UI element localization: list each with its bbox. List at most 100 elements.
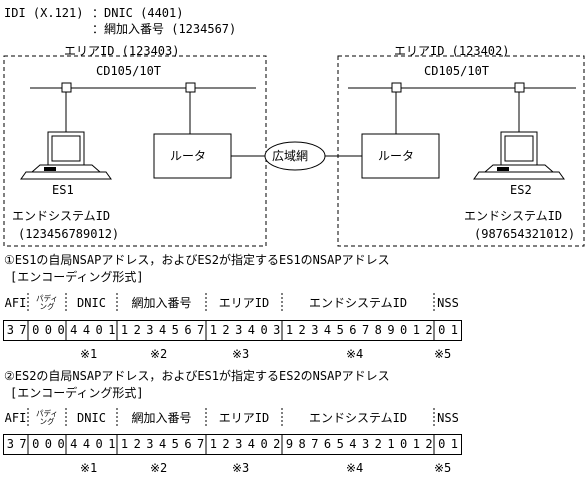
section2-digit: 2 <box>273 437 281 451</box>
idi-dnic: ：DNIC (4401) <box>92 6 184 20</box>
section1-digit: 3 <box>235 323 243 337</box>
field-subscriber: 網加入番号 <box>131 296 192 310</box>
right-es-id-label: エンドシステムID <box>464 209 563 223</box>
field-padding-top: パディ <box>36 293 58 303</box>
field-es: エンドシステムID <box>308 411 408 425</box>
section2-digit: 3 <box>361 437 370 451</box>
field-dnic: DNIC <box>77 410 106 425</box>
section1-digit: 0 <box>438 323 446 337</box>
section1-digit: 7 <box>197 323 205 337</box>
section1-field-headers: AFI パディ ング DNIC 網加入番号 エリアID エンドシステムID NS… <box>3 293 462 316</box>
section2-note-4: ※4 <box>346 461 364 475</box>
section1-digit: 1 <box>450 323 459 337</box>
section2-note-3: ※3 <box>232 461 250 475</box>
wan-label: 広域網 <box>272 149 309 163</box>
field-es: エンドシステムID <box>308 296 408 310</box>
section2-digit: 6 <box>184 437 192 451</box>
section2-digit: 5 <box>171 437 179 451</box>
section2-digit: 3 <box>6 437 14 451</box>
left-router-label: ルータ <box>170 149 207 163</box>
section2-digit: 2 <box>374 437 382 451</box>
section1-digit: 8 <box>374 323 382 337</box>
section2-digit: 0 <box>438 437 446 451</box>
section1-digit: 0 <box>57 323 65 337</box>
field-padding: パディ ング <box>28 408 66 427</box>
section2-digit: 0 <box>57 437 65 451</box>
field-afi: AFI <box>4 410 27 425</box>
section1-digit: 6 <box>184 323 192 337</box>
section2-digit: 4 <box>158 437 167 451</box>
section2-digit: 3 <box>146 437 154 451</box>
left-es-id-label: エンドシステムID <box>12 209 111 223</box>
left-area-cable: CD105/10T <box>96 64 162 78</box>
left-tap-router <box>185 82 196 93</box>
es1-label: ES1 <box>52 183 74 197</box>
section1-digit: 4 <box>82 323 91 337</box>
section1-note-1: ※1 <box>80 347 98 361</box>
section2-digit: 1 <box>209 437 217 451</box>
section1-digit: 3 <box>146 323 154 337</box>
section2-digit: 1 <box>387 437 395 451</box>
section2-note-5: ※5 <box>434 461 452 475</box>
section1-digit: 1 <box>285 323 294 337</box>
left-area-boundary <box>3 55 267 247</box>
es1-computer-icon <box>20 131 112 180</box>
field-afi: AFI <box>4 295 27 310</box>
right-area-boundary <box>337 55 585 247</box>
section1-digit: 1 <box>209 323 217 337</box>
field-nss: NSS <box>437 410 459 425</box>
section2-digit: 9 <box>285 437 294 451</box>
section1-digit: 0 <box>95 323 103 337</box>
section1-note-3: ※3 <box>232 347 250 361</box>
field-padding: パディ ング <box>28 293 66 312</box>
section1-digit: 1 <box>412 323 420 337</box>
section1-digit: 0 <box>32 323 40 337</box>
section2-field-headers: AFI パディ ング DNIC 網加入番号 エリアID エンドシステムID NS… <box>3 408 462 431</box>
section2-digit: 1 <box>120 437 129 451</box>
left-area-title: エリアID (123403) <box>64 44 180 58</box>
section1-digit: 0 <box>260 323 268 337</box>
section2-digit: 8 <box>298 437 306 451</box>
left-router-box <box>153 133 232 179</box>
field-subscriber: 網加入番号 <box>131 411 192 425</box>
section1-digit: 7 <box>19 323 27 337</box>
section1-format: [エンコーディング形式] <box>10 270 144 284</box>
section2-note-1: ※1 <box>80 461 98 475</box>
left-es-id-value: (123456789012) <box>18 227 120 241</box>
field-padding-top: パディ <box>36 408 58 418</box>
field-padding-bottom: ング <box>39 301 55 311</box>
section1-digit: 1 <box>120 323 129 337</box>
section2-digit: 4 <box>82 437 91 451</box>
section2-format: [エンコーディング形式] <box>10 386 144 400</box>
section2-digit: 1 <box>412 437 420 451</box>
section1-digit: 7 <box>361 323 370 337</box>
field-area: エリアID <box>218 411 270 425</box>
section2-digit: 7 <box>19 437 27 451</box>
section1-digit: 2 <box>133 323 141 337</box>
right-tap-es2 <box>514 82 525 93</box>
right-es-id-value: (987654321012) <box>474 227 576 241</box>
section1-heading: ①ES1の自局NSAPアドレス，およびES2が指定するES1のNSAPアドレス <box>4 253 390 267</box>
section2-digit: 4 <box>247 437 256 451</box>
section1-digit: 0 <box>400 323 408 337</box>
section2-digit: 0 <box>44 437 53 451</box>
section2-digit: 0 <box>400 437 408 451</box>
field-dnic: DNIC <box>77 295 106 310</box>
section1-digit: 1 <box>108 323 116 337</box>
section2-digit: 5 <box>336 437 344 451</box>
section1-digit: 3 <box>311 323 319 337</box>
section2-heading: ②ES2の自局NSAPアドレス，およびES1が指定するES2のNSAPアドレス <box>4 369 390 383</box>
section2-digit: 2 <box>425 437 433 451</box>
section2-digit: 6 <box>323 437 332 451</box>
section1-digit: 4 <box>158 323 167 337</box>
section1-digit: 3 <box>6 323 14 337</box>
section1-digit: 3 <box>273 323 281 337</box>
section2-digit: 7 <box>311 437 319 451</box>
section2-digit: 0 <box>32 437 40 451</box>
right-router-box <box>361 133 440 179</box>
section1-digit: 9 <box>387 323 395 337</box>
